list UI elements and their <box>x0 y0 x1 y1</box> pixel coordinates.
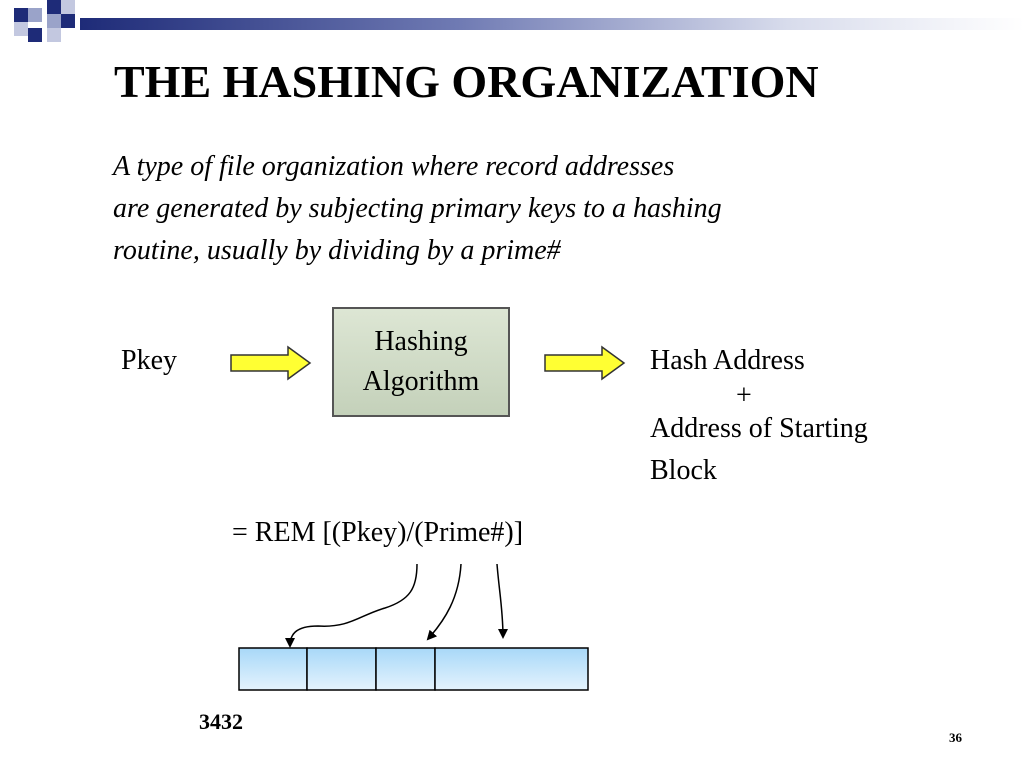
header-gradient-bar <box>80 18 1024 30</box>
algorithm-line-1: Hashing <box>374 326 468 357</box>
block-cell <box>434 647 589 691</box>
connector-arrow-1 <box>285 563 418 648</box>
deco-square <box>14 8 28 22</box>
plus-sign: + <box>736 380 752 411</box>
deco-square <box>47 14 61 28</box>
pkey-label: Pkey <box>121 345 177 376</box>
output-arrow <box>544 345 626 381</box>
header-decoration <box>0 0 1024 50</box>
hashing-algorithm-box: Hashing Algorithm <box>332 307 510 417</box>
starting-block-label-line-2: Block <box>650 455 717 486</box>
deco-square <box>28 8 42 22</box>
description-line: A type of file organization where record… <box>113 151 675 182</box>
slide-description: A type of file organization where record… <box>113 146 913 272</box>
deco-square <box>61 0 75 14</box>
deco-square <box>28 28 42 42</box>
block-cell <box>238 647 308 691</box>
algorithm-line-2: Algorithm <box>362 366 480 397</box>
slide-title: THE HASHING ORGANIZATION <box>114 56 819 107</box>
deco-square <box>14 22 28 36</box>
starting-block-label-line-1: Address of Starting <box>650 413 868 444</box>
block-number-label: 3432 <box>199 709 243 734</box>
connector-arrow-3 <box>496 563 508 639</box>
deco-square <box>47 0 61 14</box>
input-arrow <box>230 345 312 381</box>
slide-number: 36 <box>949 730 962 745</box>
connector-arrow-2 <box>426 563 462 641</box>
description-line: are generated by subjecting primary keys… <box>113 193 722 224</box>
deco-square <box>61 14 75 28</box>
block-cell <box>306 647 377 691</box>
block-cell <box>375 647 436 691</box>
description-line: routine, usually by dividing by a prime# <box>113 235 561 266</box>
hash-address-label: Hash Address <box>650 345 805 376</box>
deco-square <box>47 28 61 42</box>
hash-formula: = REM [(Pkey)/(Prime#)] <box>232 517 524 548</box>
